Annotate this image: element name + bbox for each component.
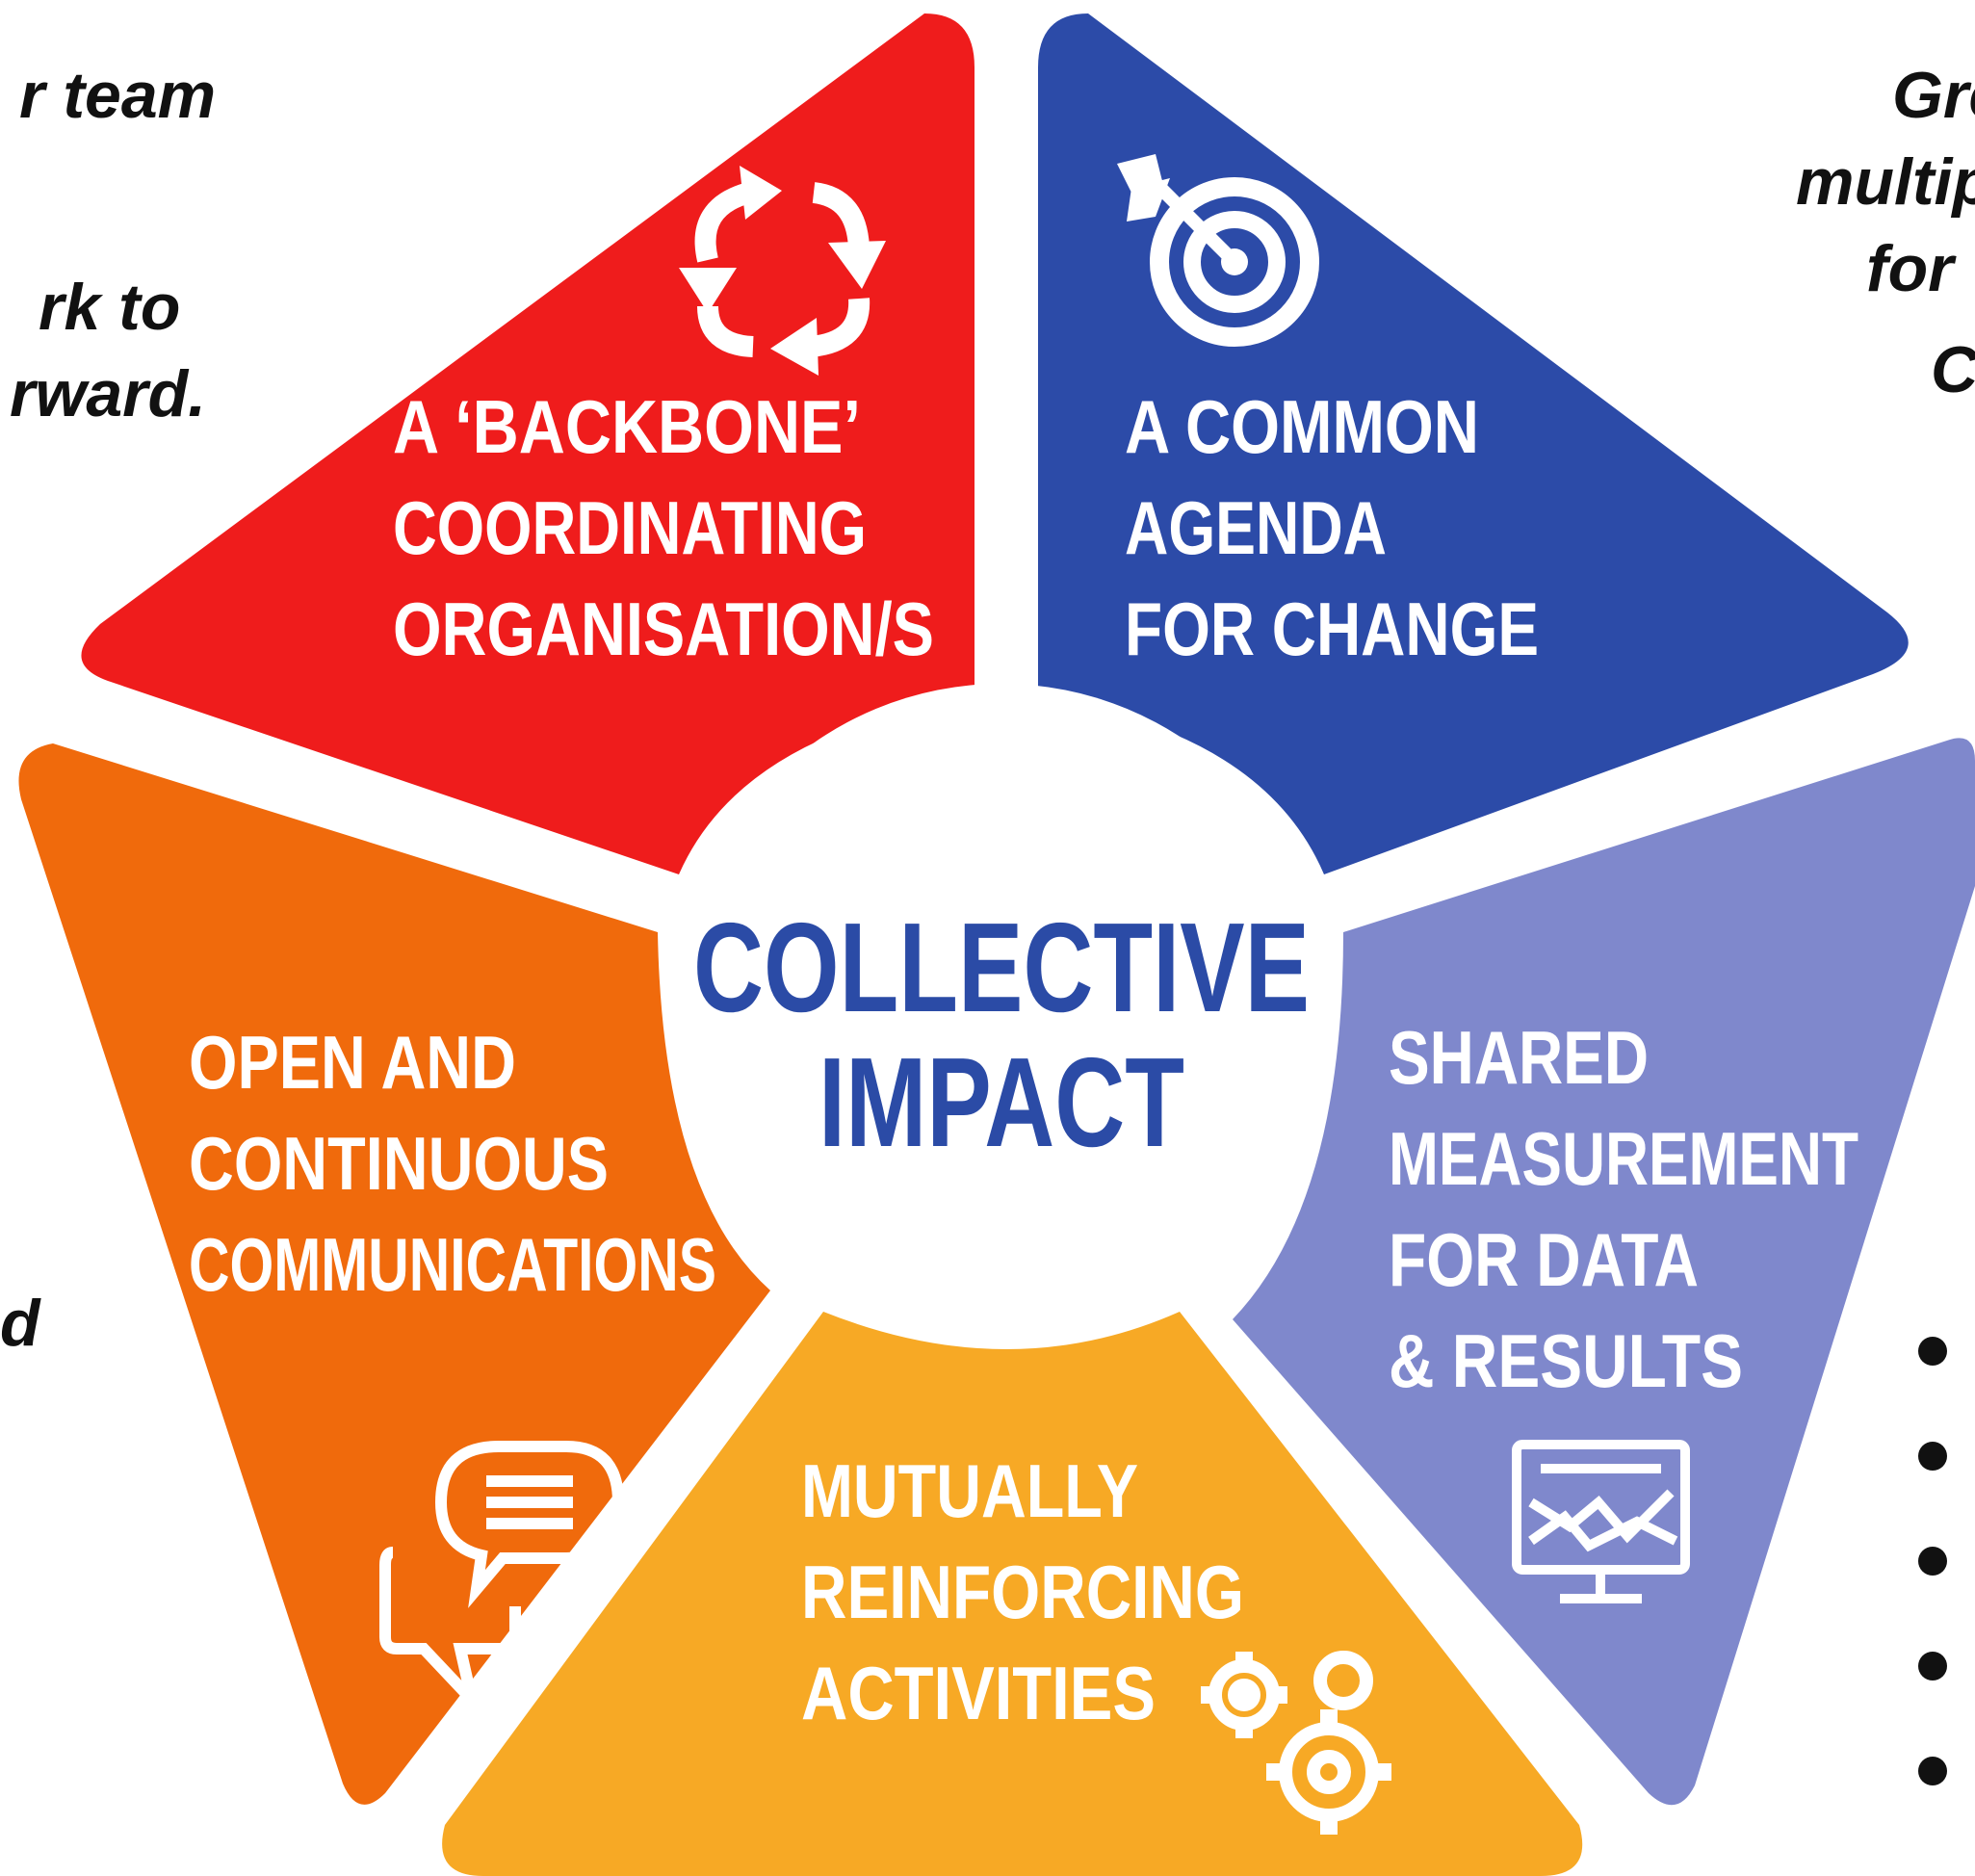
activities-label-line-2: REINFORCING — [801, 1550, 1244, 1634]
segment-communications — [18, 743, 770, 1805]
activities-label-line-1: MUTUALLY — [801, 1448, 1138, 1533]
gears-icon — [1201, 1651, 1391, 1835]
communications-label-line-1: OPEN AND — [189, 1020, 516, 1105]
bullet-point — [1918, 1337, 1947, 1366]
backbone-label-line-1: A ‘BACKBONE’ — [393, 384, 861, 469]
agenda-label-line-3: FOR CHANGE — [1125, 586, 1539, 671]
communications-label-line-3: COMMUNICATIONS — [189, 1222, 716, 1307]
left-text-line-3: rward. — [10, 357, 207, 430]
right-text-line-2: multip — [1796, 145, 1975, 219]
segment-backbone — [81, 13, 975, 874]
communications-label-line-2: CONTINUOUS — [189, 1121, 609, 1206]
left-text-line-2: rk to — [39, 271, 181, 344]
bullet-point — [1918, 1757, 1947, 1785]
agenda-label-line-1: A COMMON — [1125, 384, 1479, 469]
bullet-point — [1918, 1652, 1947, 1681]
target-arrow-icon — [1117, 154, 1319, 347]
backbone-label-line-2: COORDINATING — [393, 485, 867, 570]
right-text-line-1: Gre — [1892, 59, 1975, 132]
segment-measurement — [1233, 738, 1975, 1806]
left-text-line-4: d — [0, 1287, 40, 1360]
left-text-line-1: r team — [19, 59, 217, 132]
speech-bubbles-icon — [379, 1441, 625, 1720]
measurement-label-line-1: SHARED — [1389, 1015, 1649, 1100]
center-label-line-2: IMPACT — [819, 1031, 1184, 1173]
bullet-point — [1918, 1547, 1947, 1576]
center-circle — [674, 684, 1329, 1339]
cycle-arrows-icon — [679, 166, 886, 376]
activities-label-line-3: ACTIVITIES — [801, 1651, 1156, 1735]
backbone-label-line-3: ORGANISATION/S — [393, 586, 934, 671]
measurement-label-line-4: & RESULTS — [1389, 1318, 1743, 1403]
bullet-point — [1918, 1442, 1947, 1471]
right-text-line-4: C — [1931, 333, 1975, 406]
chart-monitor-icon — [1512, 1440, 1690, 1603]
agenda-label-line-2: AGENDA — [1125, 485, 1387, 570]
center-label-line-1: COLLECTIVE — [693, 897, 1310, 1038]
measurement-label-line-2: MEASUREMENT — [1389, 1116, 1858, 1201]
measurement-label-line-3: FOR DATA — [1389, 1217, 1699, 1302]
right-text-line-3: for — [1866, 232, 1954, 305]
